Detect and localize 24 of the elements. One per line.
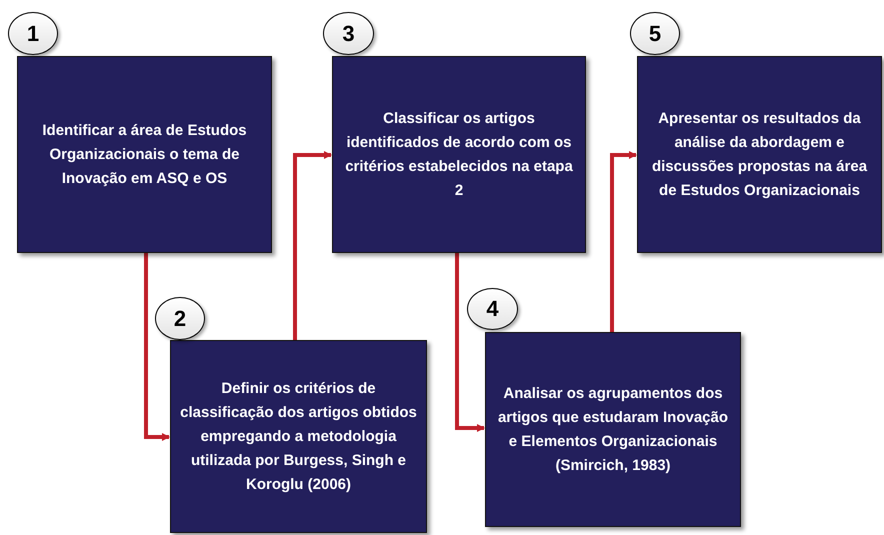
step-number-circle bbox=[8, 12, 58, 55]
connector-arrow bbox=[293, 151, 332, 340]
step-number-circle bbox=[323, 12, 374, 55]
step-description: Definir os critérios de classificação dos artigos obtidos empregando a metodologia utilizada por Burgess, Singh e Koroglu (2006) bbox=[179, 378, 418, 494]
connector-arrow bbox=[610, 151, 637, 332]
step-number-circle bbox=[155, 297, 205, 340]
process-box bbox=[637, 56, 882, 253]
step-number: 2 bbox=[174, 308, 186, 330]
step-description: Identificar a área de Estudos Organizacionais o tema de Inovação em ASQ e OS bbox=[41, 120, 248, 188]
process-box bbox=[170, 340, 427, 533]
process-box bbox=[485, 332, 741, 527]
process-box bbox=[17, 56, 272, 253]
step-number: 4 bbox=[486, 298, 499, 320]
step-description: Analisar os agrupamentos dos artigos que estudaram Inovação e Elementos Organizacionais (Smircich, 1983) bbox=[496, 384, 730, 476]
step-description: Classificar os artigos identificados de acordo com os critérios estabelecidos na etapa 2 bbox=[344, 108, 574, 200]
step-number: 1 bbox=[26, 22, 40, 44]
step-number: 3 bbox=[342, 22, 355, 44]
connector-arrow bbox=[144, 253, 170, 441]
step-number-circle bbox=[630, 12, 680, 55]
step-number: 5 bbox=[648, 22, 662, 44]
process-box bbox=[332, 56, 586, 253]
connector-arrow bbox=[455, 253, 485, 432]
step-description: Apresentar os resultados da análise da abordagem e discussões propostas na área de Estudos Organizacionais bbox=[650, 108, 868, 200]
step-number-circle bbox=[467, 288, 518, 330]
